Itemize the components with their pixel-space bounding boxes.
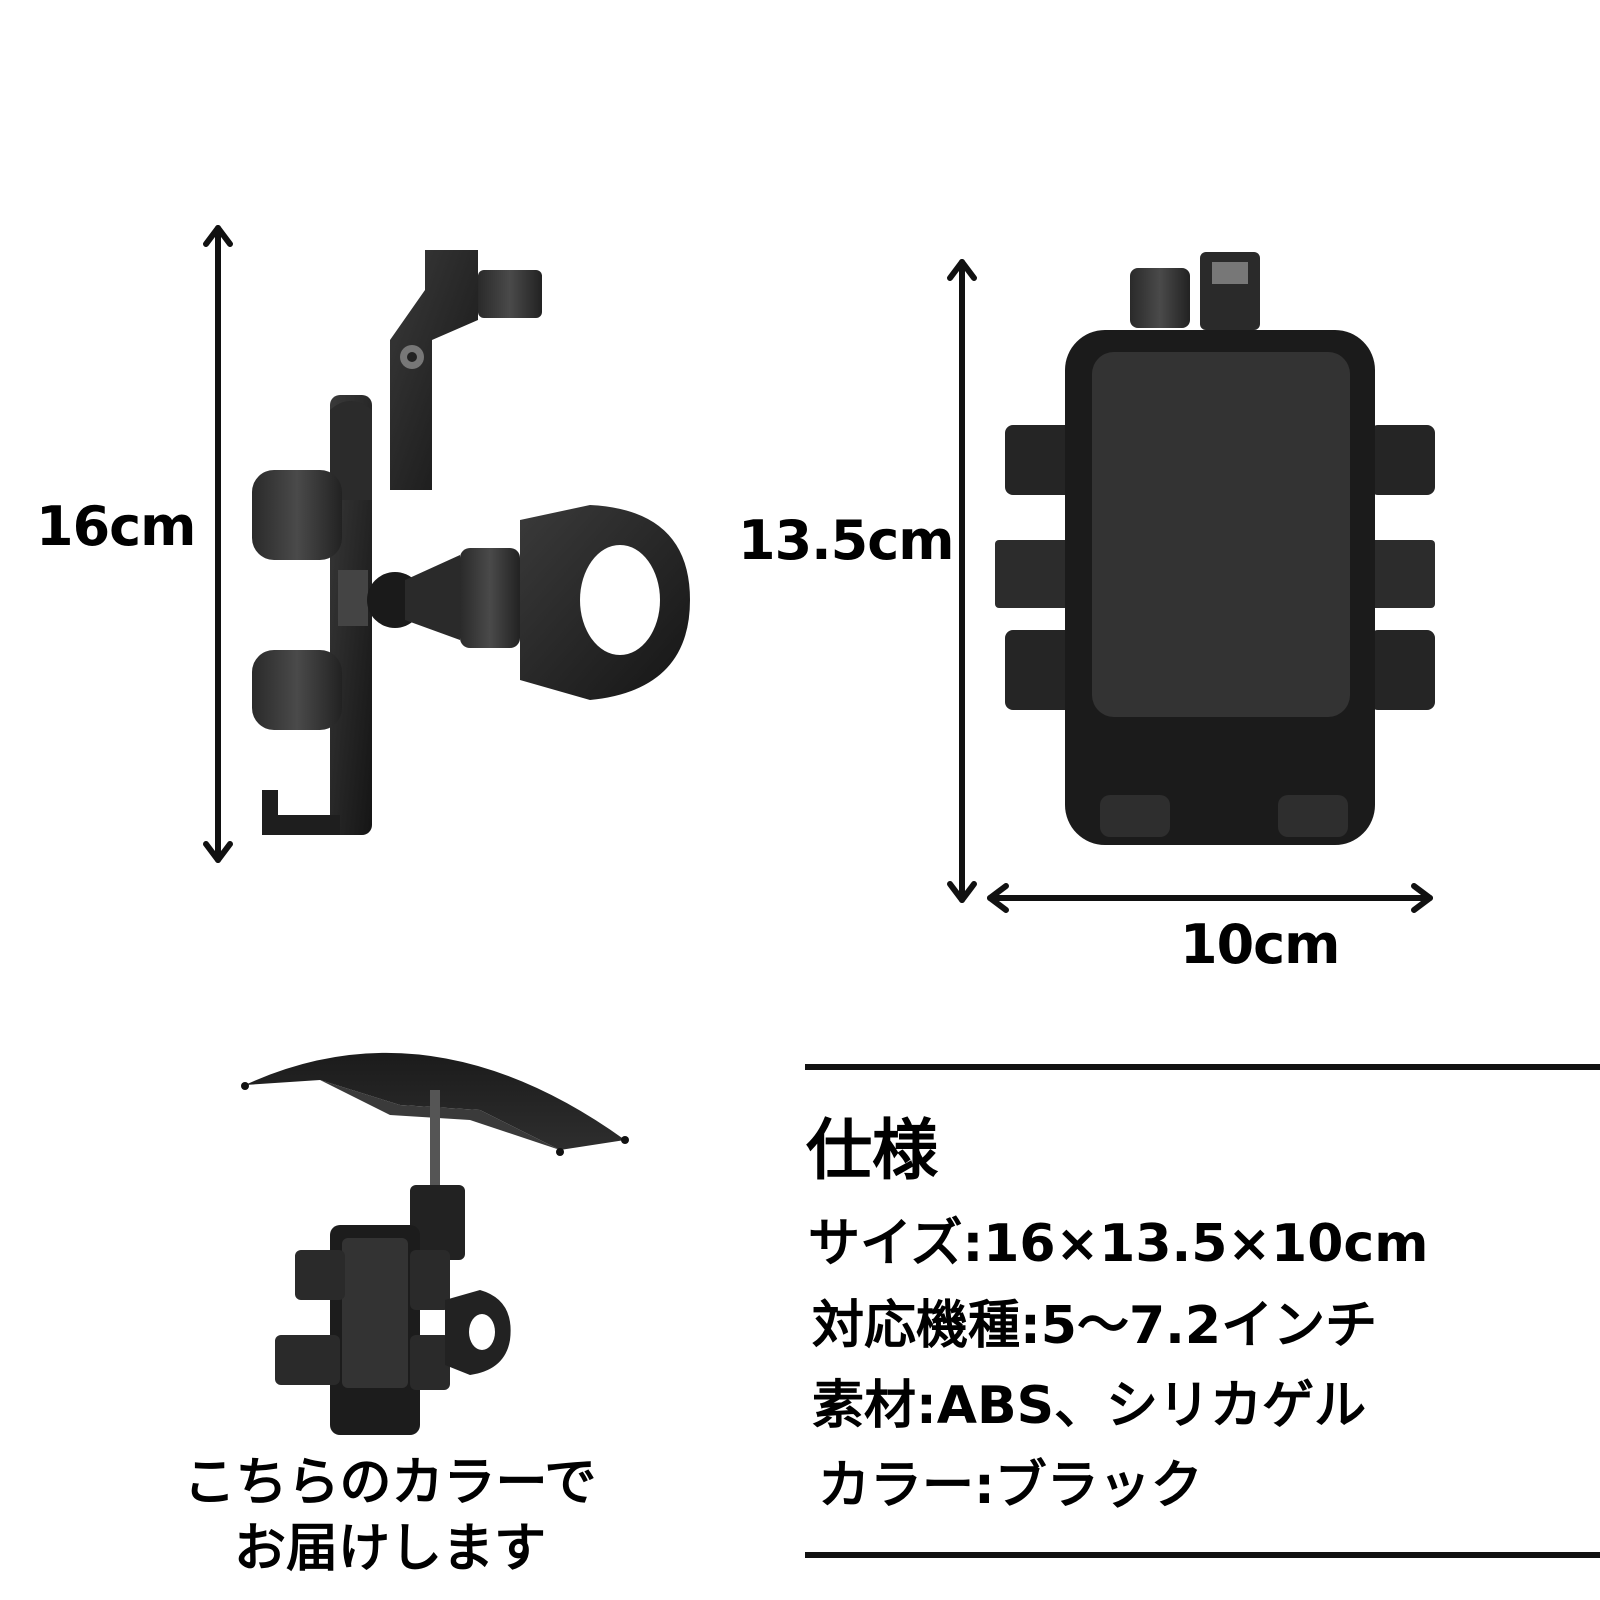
spec-top-divider — [805, 1064, 1600, 1070]
phone-holder-front-view — [995, 252, 1435, 845]
spec-compatible: 対応機種:5〜7.2インチ — [812, 1296, 1378, 1356]
front-width-label: 10cm — [1180, 913, 1340, 976]
spec-color: カラー:ブラック — [818, 1456, 1203, 1516]
color-caption: こちらのカラーで お届けします — [110, 1450, 670, 1582]
spec-size: サイズ:16×13.5×10cm — [808, 1214, 1429, 1274]
spec-material: 素材:ABS、シリカゲル — [812, 1376, 1367, 1436]
front-height-arrow — [947, 259, 977, 903]
side-height-label: 16cm — [36, 495, 196, 558]
spec-title: 仕様 — [806, 1112, 938, 1189]
color-caption-line2: お届けします — [233, 1519, 546, 1579]
phone-holder-side-view — [252, 250, 690, 835]
front-height-label: 13.5cm — [738, 509, 955, 572]
side-height-arrow — [203, 225, 233, 863]
spec-bottom-divider — [805, 1552, 1600, 1558]
front-width-arrow — [987, 883, 1433, 913]
color-caption-line1: こちらのカラーで — [183, 1453, 597, 1513]
umbrella-phone-holder — [241, 1052, 629, 1435]
